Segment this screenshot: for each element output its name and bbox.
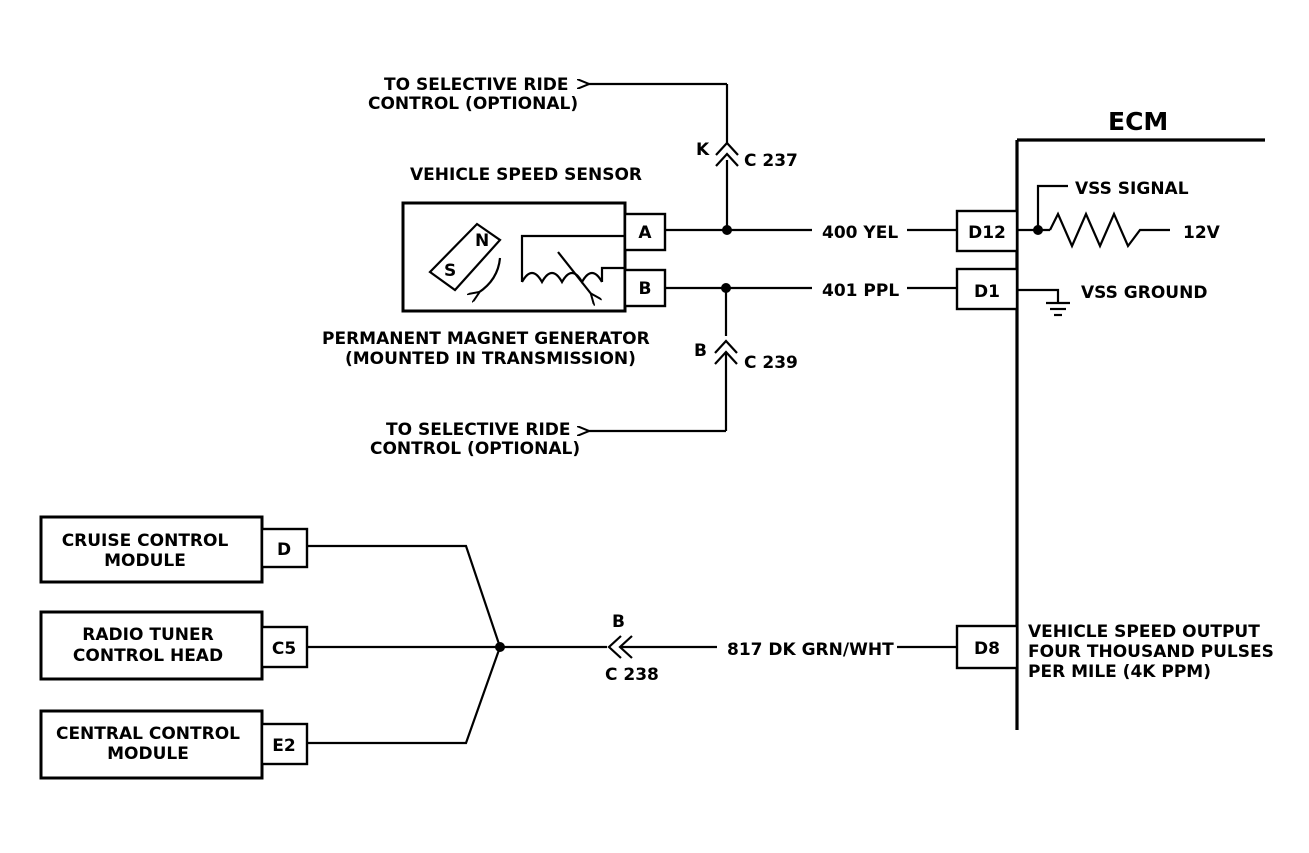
- selective-ride-bottom-line-2: CONTROL (OPTIONAL): [370, 439, 580, 459]
- module-cruise-line-1: CRUISE CONTROL: [62, 531, 229, 551]
- voltage-label: 12V: [1183, 223, 1221, 243]
- module-cruise-pin-label: D: [277, 540, 291, 560]
- module-central-pin-label: E2: [272, 736, 295, 756]
- module-central-control: CENTRAL CONTROL MODULE: [39, 709, 264, 780]
- pole-s: S: [444, 261, 456, 281]
- output-desc-line-2: FOUR THOUSAND PULSES: [1028, 642, 1274, 662]
- wire-817-dk-grn-wht: 817 DK GRN/WHT B C 238: [500, 612, 957, 685]
- wire-401-ppl: 401 PPL: [665, 281, 957, 301]
- module-radio-line-2: CONTROL HEAD: [73, 646, 223, 666]
- sensor-pin-b: B: [623, 268, 667, 308]
- ecm-pin-d8: D8: [955, 624, 1019, 670]
- ecm-pin-d1: D1: [955, 267, 1019, 311]
- pin-d12-label: D12: [968, 223, 1006, 243]
- sensor-pin-a: A: [623, 212, 667, 252]
- sensor-pin-a-label: A: [638, 223, 652, 243]
- magnet-icon: [428, 222, 502, 292]
- sensor-caption-line-2: (MOUNTED IN TRANSMISSION): [345, 349, 636, 369]
- c239-name-label: C 239: [744, 353, 798, 373]
- c237-pin-label: K: [696, 140, 710, 160]
- connector-c237: K C 237: [587, 84, 798, 230]
- vss-signal-label: VSS SIGNAL: [1075, 179, 1189, 199]
- c238-name-label: C 238: [605, 665, 659, 685]
- wire-817-label: 817 DK GRN/WHT: [727, 640, 894, 660]
- connector-c239: B C 239: [587, 288, 798, 431]
- output-desc-line-3: PER MILE (4K PPM): [1028, 662, 1211, 682]
- output-desc-line-1: VEHICLE SPEED OUTPUT: [1028, 622, 1260, 642]
- pin-d8-label: D8: [974, 639, 1000, 659]
- selective-ride-bottom-line-1: TO SELECTIVE RIDE: [386, 420, 571, 440]
- connector-c239-icon: [714, 339, 738, 354]
- pin-d1-label: D1: [974, 282, 1000, 302]
- module-cruise-pin: D: [260, 527, 309, 569]
- coil-lead: [520, 234, 625, 282]
- rotation-arrow-icon: [478, 257, 502, 293]
- vehicle-speed-output-desc: VEHICLE SPEED OUTPUT FOUR THOUSAND PULSE…: [1028, 622, 1274, 682]
- module-cruise-line-2: MODULE: [104, 551, 186, 571]
- sensor-pin-b-label: B: [639, 279, 652, 299]
- module-radio-pin: C5: [260, 625, 309, 669]
- c237-name-label: C 237: [744, 151, 798, 171]
- vehicle-speed-sensor: N S: [401, 201, 627, 313]
- module-central-line-1: CENTRAL CONTROL: [56, 724, 240, 744]
- wire-400-yel-label: 400 YEL: [822, 223, 898, 243]
- c238-pin-label: B: [612, 612, 625, 632]
- vss-signal-circuit: VSS SIGNAL 12V: [1017, 179, 1221, 249]
- module-radio-tuner: RADIO TUNER CONTROL HEAD: [39, 610, 264, 681]
- pole-n: N: [475, 231, 489, 251]
- ecm-title: ECM: [1108, 107, 1168, 136]
- wire-400-yel: 400 YEL: [665, 223, 957, 243]
- pullup-resistor: [1049, 211, 1170, 249]
- module-central-line-2: MODULE: [107, 744, 189, 764]
- connector-c238-icon: [607, 635, 622, 659]
- c239-pin-label: B: [694, 341, 707, 361]
- module-central-pin: E2: [260, 722, 309, 766]
- module-radio-line-1: RADIO TUNER: [82, 625, 213, 645]
- sensor-caption-line-1: PERMANENT MAGNET GENERATOR: [322, 329, 650, 349]
- ecm-pin-d12: D12: [955, 209, 1019, 253]
- flux-arrow-icon: [557, 251, 592, 295]
- selective-ride-top-line-2: CONTROL (OPTIONAL): [368, 94, 578, 114]
- vss-ground-label: VSS GROUND: [1081, 283, 1207, 303]
- module-splice: [307, 544, 505, 745]
- wire-401-ppl-label: 401 PPL: [822, 281, 899, 301]
- module-radio-pin-label: C5: [272, 639, 296, 659]
- vss-ground-circuit: VSS GROUND: [1017, 283, 1207, 317]
- selective-ride-top-line-1: TO SELECTIVE RIDE: [384, 75, 569, 95]
- coil-icon: [521, 271, 603, 285]
- module-cruise-control: CRUISE CONTROL MODULE: [39, 515, 264, 584]
- sensor-title: VEHICLE SPEED SENSOR: [410, 165, 642, 185]
